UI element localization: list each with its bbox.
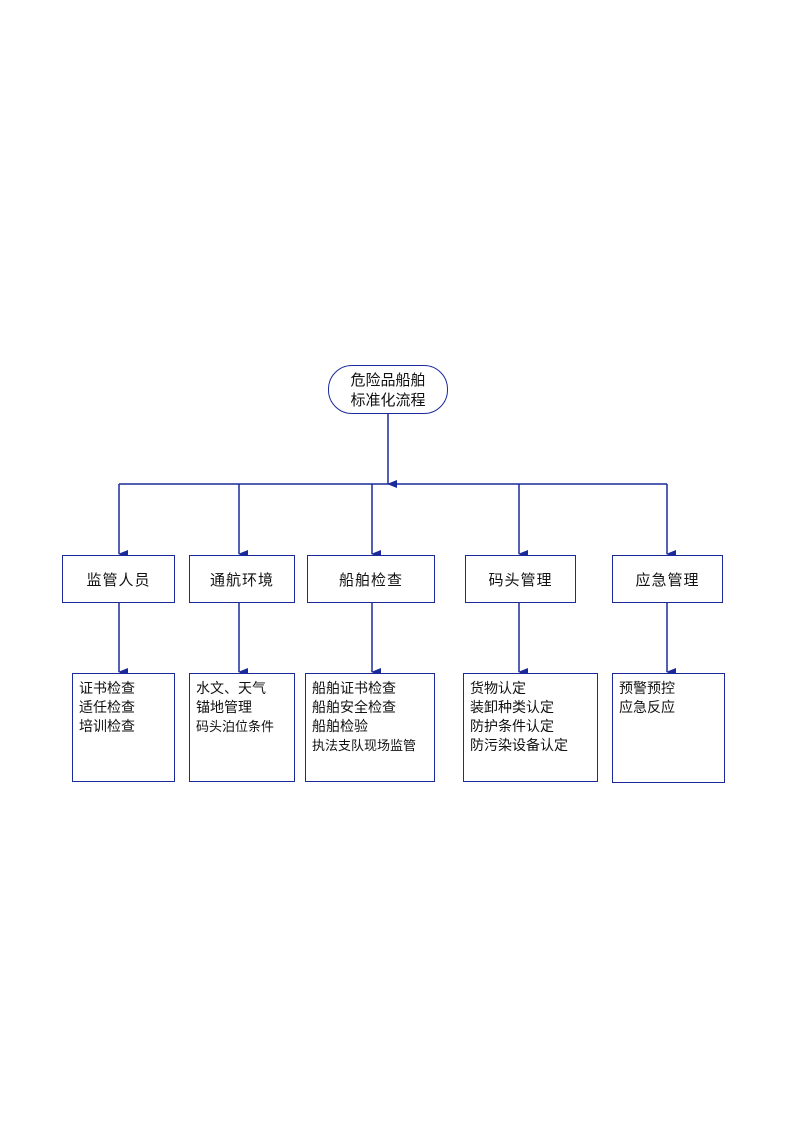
category-label: 应急管理: [635, 570, 700, 589]
detail-item: 船舶检验: [312, 719, 368, 735]
category-label: 监管人员: [86, 570, 151, 589]
category-box-1: 监管人员: [62, 555, 175, 603]
detail-box-1: 证书检查 适任检查 培训检查: [72, 673, 175, 782]
category-box-5: 应急管理: [612, 555, 723, 603]
detail-item: 水文、天气: [196, 681, 266, 697]
root-node: 危险品船舶 标准化流程: [328, 365, 448, 414]
category-label: 码头管理: [488, 570, 553, 589]
detail-item: 执法支队现场监管: [312, 739, 417, 754]
detail-item: 培训检查: [79, 719, 135, 735]
detail-item: 码头泊位条件: [196, 720, 275, 735]
detail-item: 装卸种类认定: [470, 700, 554, 716]
root-line-2: 标准化流程: [350, 390, 426, 409]
detail-item: 证书检查: [79, 681, 135, 697]
category-label: 通航环境: [209, 570, 274, 589]
detail-item: 预警预控: [619, 681, 675, 697]
root-line-1: 危险品船舶: [350, 370, 426, 389]
detail-item: 锚地管理: [196, 700, 252, 716]
detail-item: 货物认定: [470, 681, 526, 697]
detail-item: 防护条件认定: [470, 719, 554, 735]
detail-item: 船舶安全检查: [312, 700, 396, 716]
detail-item: 应急反应: [619, 700, 675, 716]
detail-item: 适任检查: [79, 700, 135, 716]
detail-box-4: 货物认定 装卸种类认定 防护条件认定 防污染设备认定: [463, 673, 598, 782]
detail-item: 船舶证书检查: [312, 681, 396, 697]
category-box-3: 船舶检查: [307, 555, 435, 603]
detail-item: 防污染设备认定: [470, 738, 568, 754]
detail-box-5: 预警预控 应急反应: [612, 673, 725, 783]
category-box-4: 码头管理: [465, 555, 576, 603]
category-box-2: 通航环境: [189, 555, 295, 603]
detail-box-2: 水文、天气 锚地管理 码头泊位条件: [189, 673, 295, 782]
detail-box-3: 船舶证书检查 船舶安全检查 船舶检验 执法支队现场监管: [305, 673, 435, 782]
category-label: 船舶检查: [338, 570, 403, 589]
